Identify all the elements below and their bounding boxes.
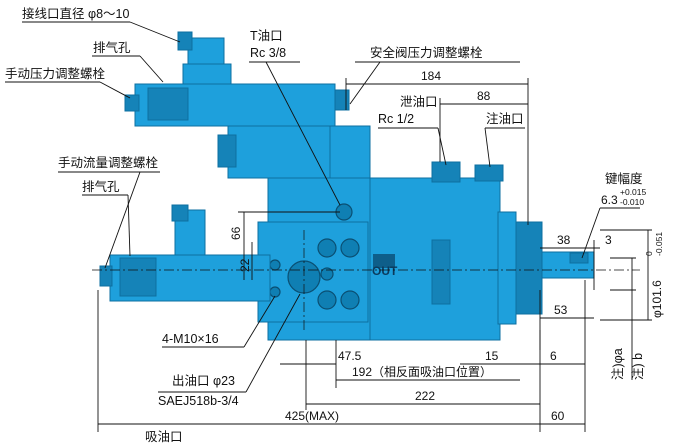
rear-flange [497,211,517,325]
rear-flange-outer [515,221,543,315]
flange-bolt-1 [317,238,337,258]
shaft [541,251,595,279]
pressure-bolt-head [124,94,140,112]
lower-wire-connector [171,204,189,222]
flow-bolt-head [99,265,113,287]
vent-top-label: 排气孔 [93,40,131,55]
shaft-key [569,252,589,264]
manual-flow-label: 手动流量调整螺栓 [58,155,159,170]
dim-6: 6 [550,349,557,363]
note-a: 注)φa [610,348,625,380]
dim-60: 60 [551,409,565,423]
dim-222: 222 [415,389,435,403]
t-port-size: Rc 3/8 [250,46,286,60]
out-marker-bg [373,254,395,268]
shaft-diameter: φ101.6 [650,280,664,318]
bolts-label: 4-M10×16 [162,332,219,346]
wire-port-label: 接线口直径 φ8～10 [22,6,129,21]
name-plate [431,239,451,305]
mid-block-right [329,125,371,179]
flange-bolt-4 [340,290,360,310]
flow-adjust-block [119,257,157,297]
key-tol-upper: +0.015 [620,187,647,197]
mid-side-cap [217,134,237,168]
dim-184: 184 [421,69,441,83]
drain-port-label: 泄油口 [400,95,438,109]
vent-bottom-label: 排气孔 [82,179,120,194]
key-tol-lower: -0.010 [620,197,644,207]
face-bolt-3 [320,267,334,281]
relief-valve-label: 安全阀压力调整螺栓 [370,45,483,60]
dim-192: 192（相反面吸油口位置） [352,364,492,379]
top-solenoid-cap [187,37,225,65]
dim-38: 38 [557,233,571,247]
pressure-adjust-block [147,87,189,121]
bottom-cut-label: 吸油口 [145,430,183,444]
dim-47-5: 47.5 [338,349,362,363]
dimension-lines [5,21,652,432]
dim-53: 53 [554,303,568,317]
shaft-tol-upper: 0 [644,251,654,256]
out-mark: OUT [372,264,398,278]
top-solenoid-neck [182,63,232,85]
t-port-label: T油口 [250,29,283,43]
dim-15: 15 [485,349,499,363]
dim-3: 3 [605,233,612,247]
face-bolt-2 [269,286,281,298]
top-wire-connector [177,31,193,51]
key-width-label: 键幅度 [605,171,643,186]
dim-425: 425(MAX) [285,409,339,423]
sae-label: SAEJ518b-3/4 [158,394,239,408]
drain-port-boss [431,161,461,183]
dim-66: 66 [229,226,243,240]
dim-88: 88 [477,89,491,103]
mid-block [227,125,339,179]
pump-body: OUT [99,31,595,341]
fill-port-boss [474,164,504,182]
note-b: 注) b [630,353,645,380]
flange-bolt-2 [340,238,360,258]
dim-22: 22 [238,258,252,272]
fill-port-label: 注油口 [486,111,524,126]
outlet-label: 出油口 φ23 [172,374,235,388]
manual-pressure-label: 手动压力调整螺栓 [5,66,106,81]
face-bolt-1 [269,259,281,271]
shaft-tol-lower: -0.051 [654,232,664,256]
key-width-value: 6.3 [601,193,618,207]
flange-bolt-3 [317,290,337,310]
relief-valve-bolt [334,89,350,111]
drain-port-size: Rc 1/2 [378,112,414,126]
